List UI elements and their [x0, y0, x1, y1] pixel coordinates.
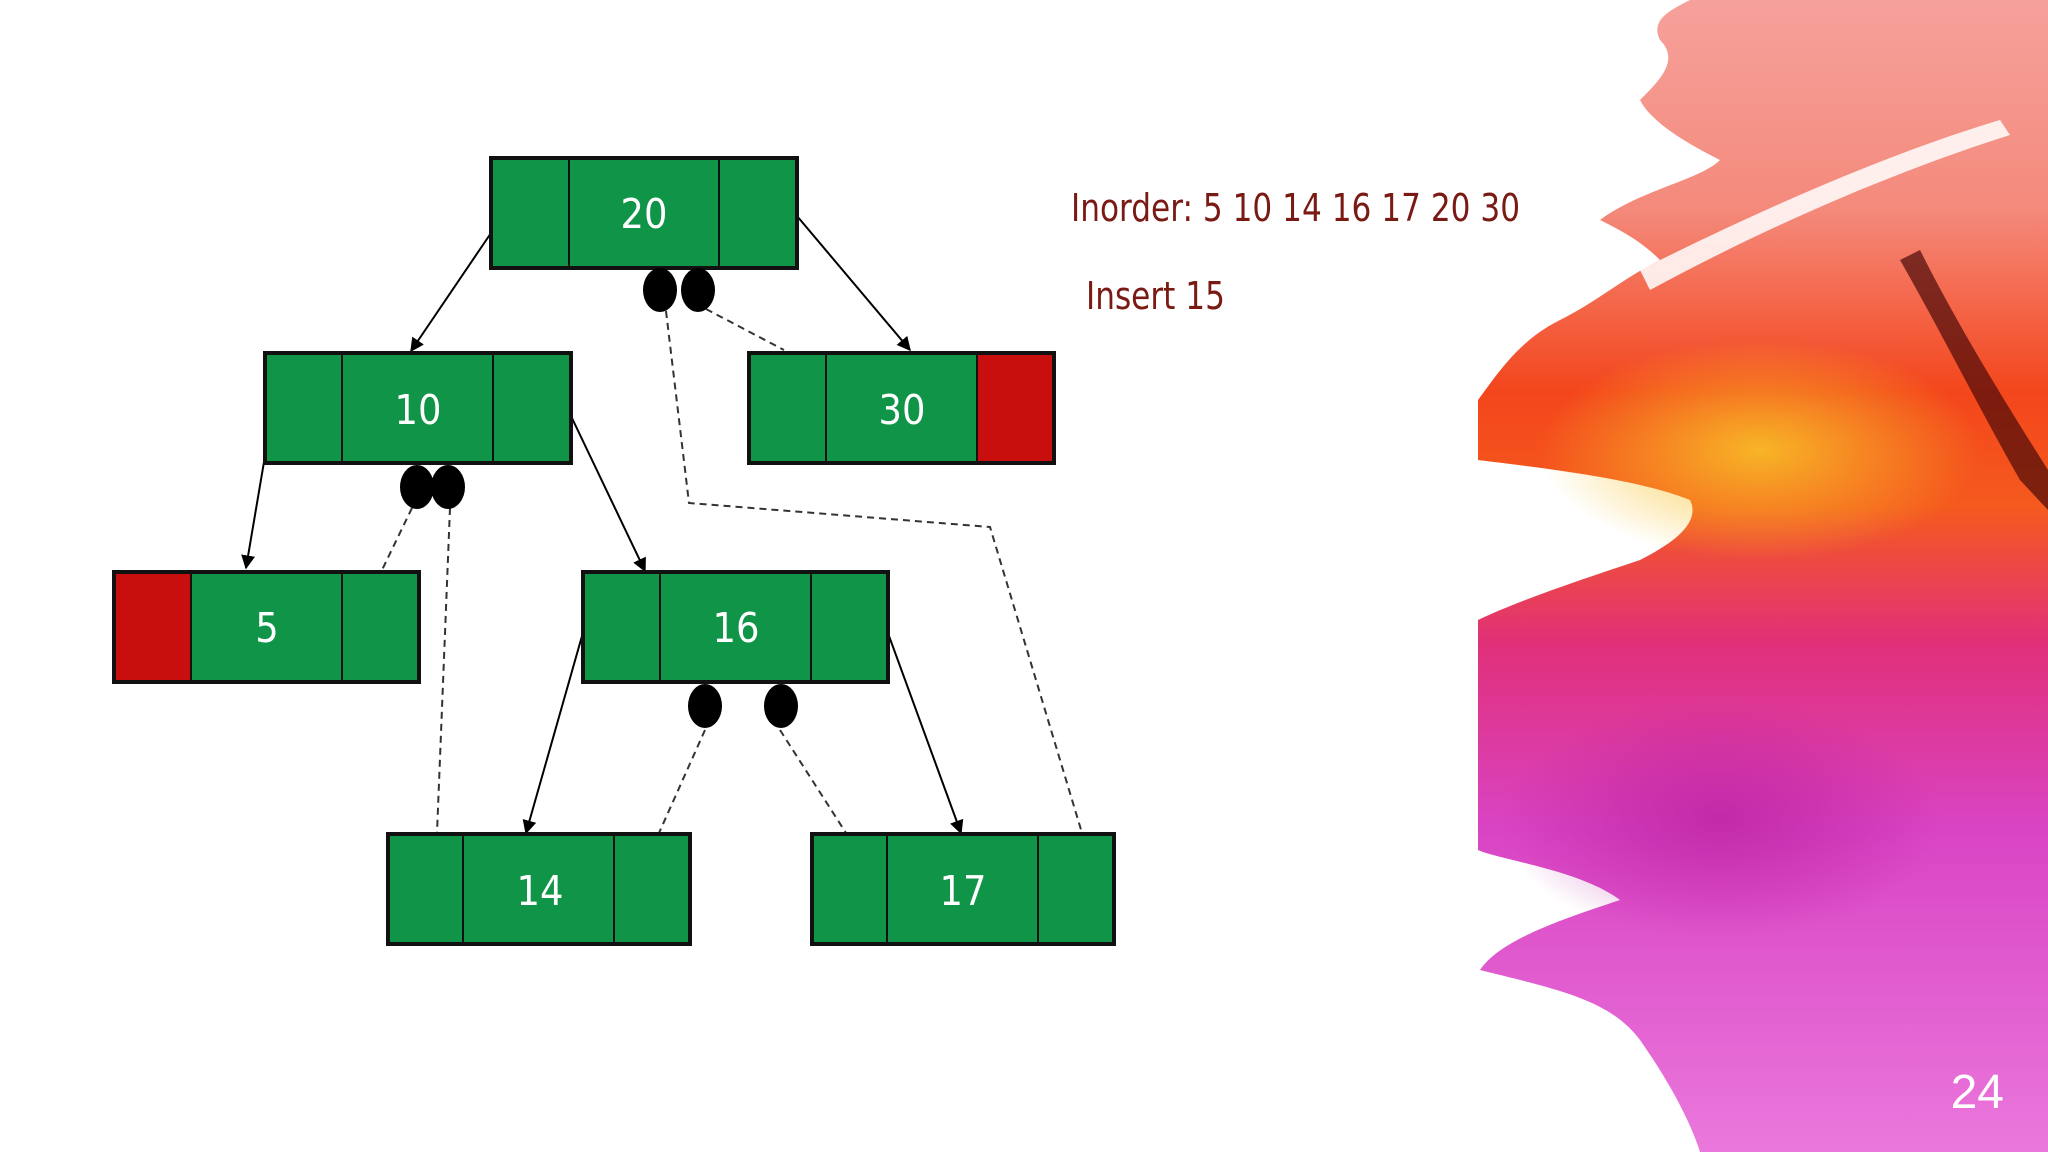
tree-node-17: 17 — [810, 832, 1116, 946]
edge-20-30 — [796, 215, 911, 352]
tree-node-10: 10 — [263, 351, 573, 465]
tree-node-5: 5 — [112, 570, 421, 684]
tree-node-30: 30 — [747, 351, 1056, 465]
edge-16-14 — [522, 635, 583, 835]
slide-page-number: 24 — [1950, 1066, 2004, 1119]
inorder-traversal-text: Inorder: 5 10 14 16 17 20 30 — [1071, 186, 1521, 230]
edge-10-5 — [241, 455, 266, 570]
null-thread-flag — [977, 355, 1052, 461]
thread-dot — [431, 465, 465, 509]
thread-dot — [764, 684, 798, 728]
thread-10-to-14 — [436, 507, 451, 834]
tree-node-20: 20 — [489, 156, 799, 270]
node-label-10: 10 — [395, 386, 442, 434]
tree-node-16: 16 — [581, 570, 890, 684]
node-label-20: 20 — [621, 190, 668, 238]
edge-10-16 — [570, 415, 646, 573]
edge-16-17 — [888, 635, 964, 835]
insert-instruction-text: Insert 15 — [1086, 274, 1225, 318]
thread-indicator-dots — [400, 268, 798, 728]
child-links — [241, 215, 964, 835]
thread-links — [381, 308, 1083, 834]
node-label-17: 17 — [940, 867, 987, 915]
thread-16-to-14 — [658, 729, 706, 834]
node-label-14: 14 — [517, 867, 564, 915]
node-label-5: 5 — [255, 604, 278, 652]
tree-node-14: 14 — [386, 832, 692, 946]
thread-dot — [400, 465, 434, 509]
node-label-16: 16 — [713, 604, 760, 652]
thread-dot — [681, 268, 715, 312]
edge-20-10 — [410, 232, 492, 353]
null-thread-flag — [116, 574, 191, 680]
thread-20-to-30 — [705, 308, 785, 351]
thread-dot — [688, 684, 722, 728]
thread-10-to-5 — [381, 507, 413, 571]
thread-20-to-17 — [665, 310, 1083, 834]
node-label-30: 30 — [879, 386, 926, 434]
thread-dot — [643, 268, 677, 312]
thread-16-to-17 — [779, 729, 847, 834]
